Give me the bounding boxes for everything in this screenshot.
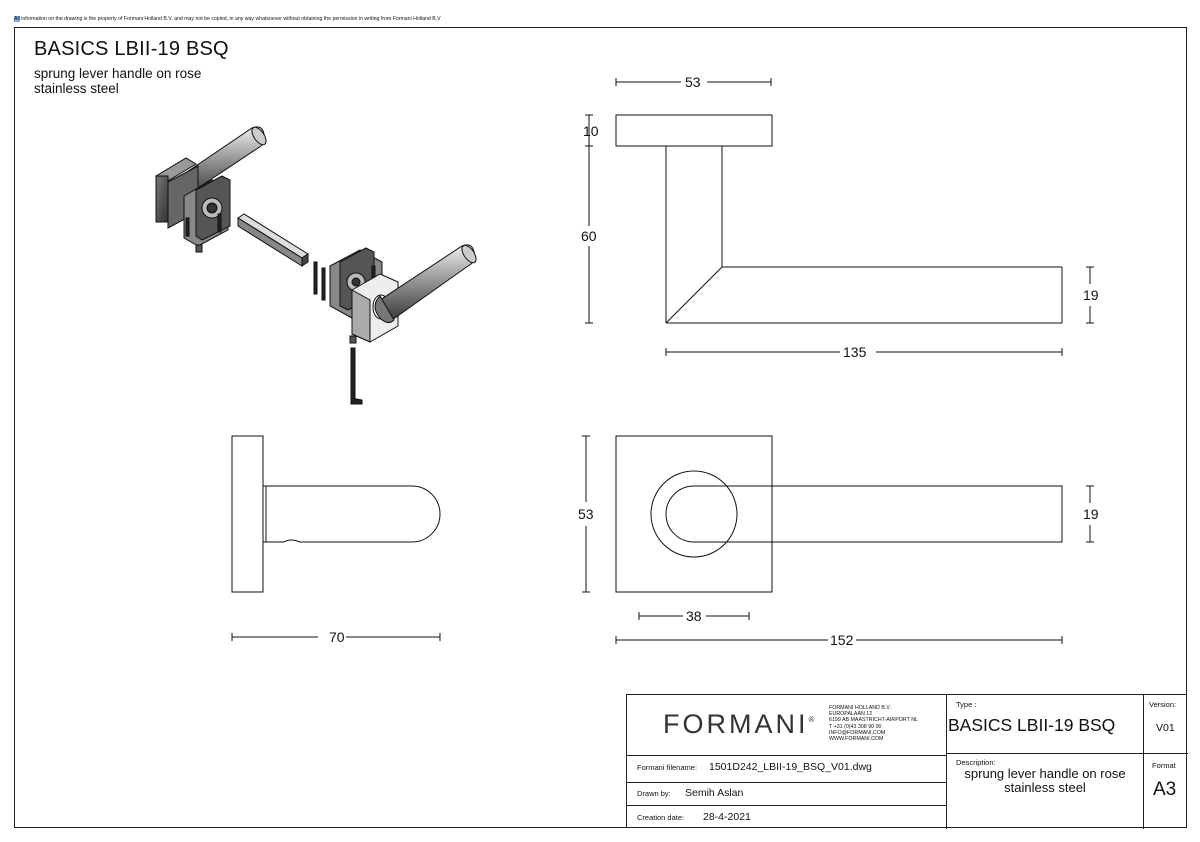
tb-divider <box>946 695 947 829</box>
creation-date-label: Creation date: <box>637 813 685 822</box>
type-label: Type : <box>956 700 977 709</box>
front-lever <box>374 244 477 324</box>
disclaimer-highlight: All <box>14 16 20 22</box>
tb-divider <box>627 755 946 756</box>
dim-lever-width-top: 19 <box>1083 287 1099 303</box>
drawn-by-value: Semih Aslan <box>685 787 744 799</box>
description-label: Description: <box>956 758 996 767</box>
dim-front-total-length: 152 <box>830 632 854 648</box>
tb-divider <box>627 782 946 783</box>
creation-date-value: 28-4-2021 <box>703 811 751 823</box>
top-view <box>615 114 1063 324</box>
dim-lever-height: 60 <box>581 228 597 244</box>
type-value: BASICS LBII-19 BSQ <box>948 715 1116 735</box>
dim-front-lever-width: 19 <box>1083 506 1099 522</box>
side-view <box>231 435 441 593</box>
dim-side-projection: 70 <box>329 629 345 645</box>
drawing-title: BASICS LBII-19 BSQ <box>34 38 229 60</box>
tb-divider <box>946 753 1188 754</box>
format-value: A3 <box>1153 779 1177 800</box>
drawing-frame <box>14 27 1187 828</box>
dim-rose-thickness: 10 <box>583 123 599 139</box>
tb-divider <box>627 805 946 806</box>
drawing-subtitle: sprung lever handle on rose stainless st… <box>34 66 201 96</box>
front-view-dimensions <box>582 435 1094 644</box>
description-line-2: stainless steel <box>1004 780 1086 795</box>
dim-top-rose-width: 53 <box>685 74 701 90</box>
subtitle-line-2: stainless steel <box>34 81 119 96</box>
format-label: Format <box>1152 761 1176 770</box>
front-view-rose <box>615 435 773 593</box>
company-address: FORMANI HOLLAND B.V. EUROPALAAN 12 6199 … <box>829 705 918 743</box>
dim-front-rose-height: 53 <box>578 506 594 522</box>
filename-value: 1501D242_LBII-19_BSQ_V01.dwg <box>709 761 872 773</box>
exploded-view <box>155 126 477 405</box>
tb-divider <box>1143 695 1144 829</box>
grub-screw-left <box>195 244 203 253</box>
version-label: Version: <box>1149 700 1177 709</box>
allen-key <box>349 335 363 405</box>
dim-front-rosette: 38 <box>686 608 702 624</box>
side-view-dimensions <box>231 633 441 641</box>
top-view-dimensions <box>585 78 1094 356</box>
subtitle-line-1: sprung lever handle on rose <box>34 66 202 81</box>
filename-label: Formani filename: <box>637 763 698 772</box>
description-line-1: sprung lever handle on rose <box>964 766 1126 781</box>
side-view-lever <box>263 485 441 543</box>
square-spindle <box>237 213 309 267</box>
front-rose-assembly <box>313 247 399 343</box>
front-view-rosette <box>650 470 738 558</box>
front-view <box>615 435 1063 593</box>
back-lever <box>177 126 267 197</box>
version-value: V01 <box>1156 722 1175 734</box>
front-view-lever <box>665 485 1063 543</box>
disclaimer-text: information on the drawing is the proper… <box>19 16 441 22</box>
back-rose-assembly <box>155 157 231 247</box>
formani-logo: FORMANI® <box>663 709 815 739</box>
dim-lever-length: 135 <box>843 344 867 360</box>
top-view-rose <box>615 114 773 147</box>
description-value: sprung lever handle on rose stainless st… <box>947 767 1143 795</box>
title-block: FORMANI® FORMANI HOLLAND B.V. EUROPALAAN… <box>626 694 1188 829</box>
drawn-by-label: Drawn by: <box>637 789 671 798</box>
disclaimer: All information on the drawing is the pr… <box>14 16 441 22</box>
side-view-rose <box>231 435 264 593</box>
